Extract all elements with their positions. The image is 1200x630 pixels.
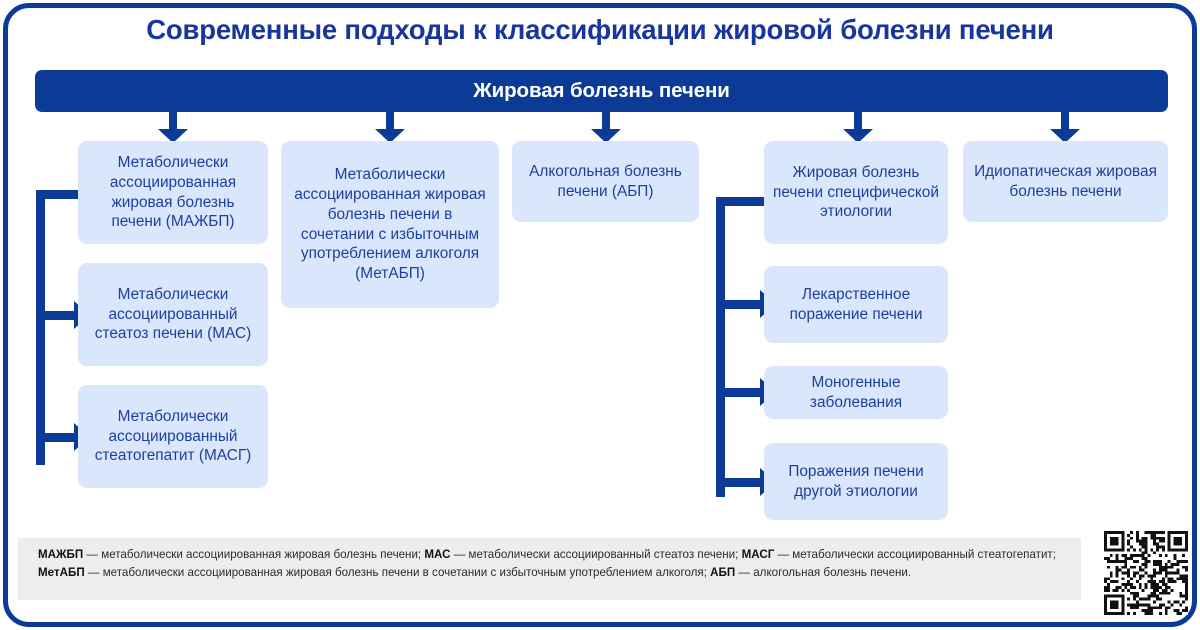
node-mas-label: Метаболически ассоциированный стеатоз пе…: [94, 285, 252, 343]
abbreviation-term: МАСГ: [741, 548, 775, 561]
abbreviation-term: МАС: [424, 548, 451, 561]
node-specific-etiology-label: Жировая болезнь печени специфической эти…: [773, 163, 939, 221]
node-abp: Алкогольная болезнь печени (АБП): [512, 141, 699, 222]
abbreviation-definition: — метаболически ассоциированная жировая …: [83, 548, 425, 561]
node-other-etiology-liver-injury-label: Поражения печени другой этиологии: [788, 462, 924, 500]
node-other-etiology-liver-injury: Поражения печени другой этиологии: [764, 443, 948, 520]
node-masg-label: Метаболически ассоциированный стеатогепа…: [94, 407, 252, 465]
node-monogenic-diseases: Моногенные заболевания: [764, 366, 948, 419]
abbreviations-legend-text: МАЖБП — метаболически ассоциированная жи…: [38, 548, 1056, 579]
node-idiopathic: Идиопатическая жировая болезнь печени: [963, 141, 1168, 222]
abbreviation-definition: — метаболически ассоциированный стеатоге…: [774, 548, 1056, 561]
node-monogenic-diseases-label: Моногенные заболевания: [809, 373, 903, 411]
node-mazhbp-label: Метаболически ассоциированная жировая бо…: [109, 154, 237, 231]
root-node-fatty-liver-disease: Жировая болезнь печени: [35, 70, 1168, 112]
node-metabp: Метаболически ассоциированная жировая бо…: [281, 141, 499, 308]
abbreviation-term: АБП: [710, 565, 736, 579]
abbreviations-legend: МАЖБП — метаболически ассоциированная жи…: [18, 538, 1081, 600]
page-title: Современные подходы к классификации жиро…: [146, 14, 1054, 45]
node-mas: Метаболически ассоциированный стеатоз пе…: [78, 263, 268, 366]
abbreviation-definition: — метаболически ассоциированная жировая …: [84, 565, 711, 579]
node-mazhbp: Метаболически ассоциированная жировая бо…: [78, 141, 268, 244]
abbreviation-definition: — метаболически ассоциированный стеатоз …: [450, 548, 742, 561]
root-node-label: Жировая болезнь печени: [473, 79, 730, 102]
qr-code[interactable]: [1104, 531, 1188, 615]
node-metabp-label: Метаболически ассоциированная жировая бо…: [294, 166, 486, 282]
bracket-specific-etiology-children: [716, 197, 776, 497]
bracket-mazhbp-children: [36, 190, 96, 465]
node-specific-etiology: Жировая болезнь печени специфической эти…: [764, 141, 948, 244]
abbreviation-definition: — алкогольная болезнь печени.: [735, 565, 912, 579]
node-idiopathic-label: Идиопатическая жировая болезнь печени: [974, 162, 1157, 200]
node-drug-induced-liver-injury: Лекарственное поражение печени: [764, 266, 948, 343]
abbreviation-term: МАЖБП: [38, 548, 84, 561]
node-masg: Метаболически ассоциированный стеатогепа…: [78, 385, 268, 488]
node-drug-induced-liver-injury-label: Лекарственное поражение печени: [789, 285, 923, 323]
abbreviation-term: МетАБП: [38, 565, 85, 579]
node-abp-label: Алкогольная болезнь печени (АБП): [529, 162, 682, 200]
